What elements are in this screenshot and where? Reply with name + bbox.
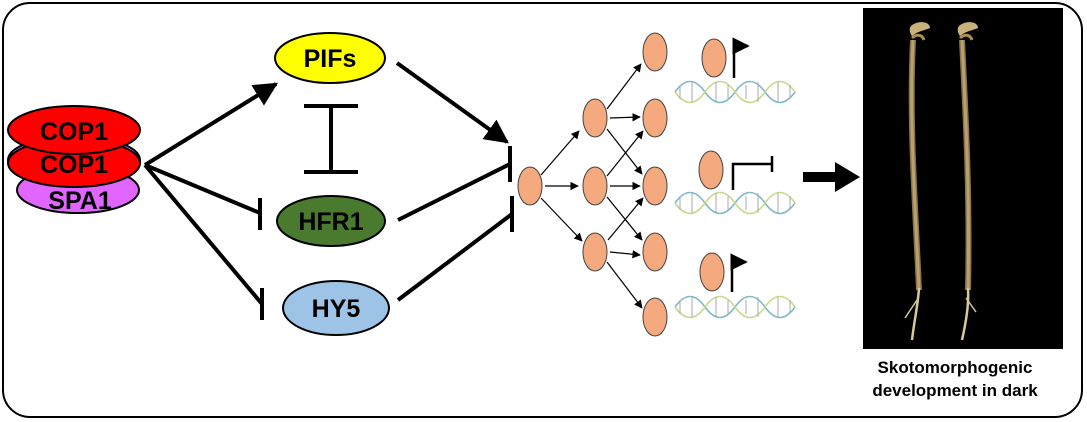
tf-node	[699, 252, 725, 292]
regulator-edges	[395, 61, 514, 302]
cop1-top-label: COP1	[40, 118, 108, 146]
gene-repressed-middle	[674, 150, 796, 215]
tf-node	[517, 166, 543, 206]
etiolated-seedlings-image	[863, 8, 1063, 349]
tf-node	[698, 150, 724, 190]
dna-helix-icon	[674, 80, 796, 104]
phenotype-arrow	[803, 162, 860, 192]
hy5-inhibits-network	[396, 212, 514, 302]
cop1-node-top	[7, 105, 141, 155]
repression-bar-icon	[731, 156, 774, 190]
cop1-spa1-complex: COP1 COP1 SPA1	[7, 105, 141, 215]
gene-activated-top	[674, 37, 796, 104]
cop1-edges	[143, 82, 279, 320]
tf-node	[582, 232, 608, 272]
caption-line-1: Skotomorphogenic	[877, 358, 1033, 377]
hy5-node: HY5	[282, 280, 390, 336]
hfr1-label: HFR1	[298, 208, 363, 236]
tf-node	[642, 297, 668, 337]
tf-node	[701, 38, 727, 78]
hfr1-inhibits-network	[397, 162, 511, 222]
tf-node	[642, 98, 668, 138]
tf-node	[582, 166, 608, 206]
cop1-inhibits-hy5	[143, 163, 264, 306]
caption-line-2: development in dark	[872, 381, 1038, 400]
gene-activated-bottom	[674, 252, 796, 319]
network-nodes	[517, 32, 668, 337]
tf-node	[642, 32, 668, 72]
tf-node	[642, 232, 668, 272]
cop1-bottom-label: COP1	[40, 151, 108, 179]
spa1-label: SPA1	[48, 187, 112, 215]
hfr1-node: HFR1	[276, 195, 386, 247]
pifs-node: PIFs	[274, 32, 386, 84]
pifs-label: PIFs	[304, 45, 357, 73]
network-edges	[540, 63, 644, 309]
pifs-hfr1-antagonism	[304, 104, 358, 174]
activation-arrow-icon	[730, 253, 748, 292]
tf-node	[582, 98, 608, 138]
cop1-to-pifs-arrow	[143, 82, 279, 167]
activation-arrow-icon	[732, 37, 750, 78]
cop1-inhibits-hfr1	[144, 163, 261, 215]
dna-helix-icon	[674, 295, 796, 319]
dna-helix-icon	[674, 191, 796, 215]
tf-node	[642, 166, 668, 206]
phenotype-caption: Skotomorphogenic development in dark	[820, 356, 1087, 402]
hy5-label: HY5	[312, 295, 361, 323]
pifs-to-network-arrow	[395, 61, 509, 144]
